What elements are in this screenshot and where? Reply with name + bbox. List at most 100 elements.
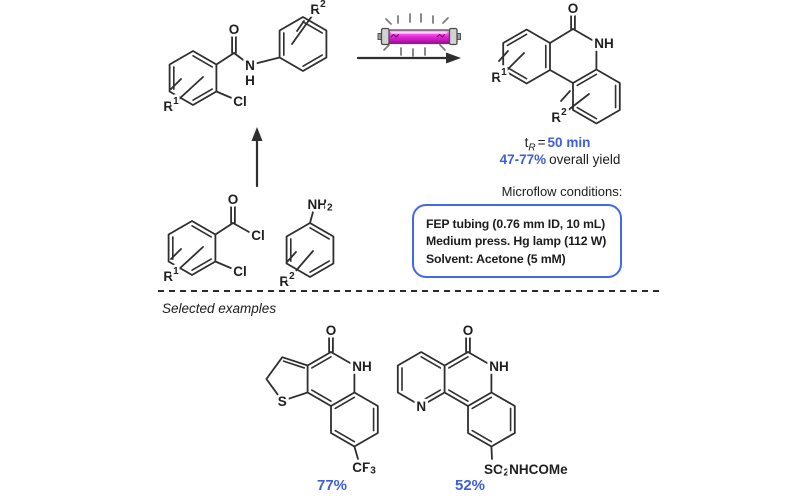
equals-sign: = bbox=[537, 135, 546, 150]
atom-label-example2-NH: NH bbox=[489, 359, 509, 374]
bond-line bbox=[566, 93, 590, 112]
residence-time-line: tR=50 min bbox=[460, 135, 655, 154]
ring-bond bbox=[285, 222, 335, 278]
example1-yield: 77% bbox=[316, 477, 348, 494]
bond-line bbox=[572, 28, 598, 44]
condition-solvent: Solvent: Acetone (5 mM) bbox=[426, 251, 566, 266]
bond-line bbox=[498, 50, 509, 62]
bond-line bbox=[191, 258, 212, 271]
atom-label-acid_chloride-O: O bbox=[228, 192, 239, 207]
bond-line bbox=[214, 260, 234, 270]
bond-line bbox=[177, 246, 204, 271]
lamp-ray bbox=[383, 44, 390, 51]
bond-line bbox=[170, 78, 182, 90]
bond-line bbox=[309, 211, 314, 224]
atom-label-anilide-R2: R2 bbox=[310, 0, 326, 17]
bond-line bbox=[192, 55, 213, 68]
uv-lamp-icon bbox=[377, 13, 461, 57]
bond-line bbox=[506, 66, 528, 80]
bond-line bbox=[282, 360, 306, 369]
selected-examples-heading: Selected examples bbox=[162, 301, 277, 316]
bond-line bbox=[506, 33, 528, 47]
bond-line bbox=[420, 356, 442, 369]
condition-tubing: FEP tubing (0.76 mm ID, 10 mL) bbox=[426, 216, 606, 231]
bond-line bbox=[311, 389, 332, 402]
atom-label-anilide-H: H bbox=[245, 73, 255, 88]
atom-label-example2-N: N bbox=[416, 399, 426, 414]
arrowhead bbox=[446, 52, 461, 64]
bond-line bbox=[443, 351, 469, 367]
yield-suffix: overall yield bbox=[549, 152, 621, 167]
bond-line bbox=[249, 56, 281, 66]
bond-line bbox=[576, 73, 598, 87]
bond-line bbox=[549, 28, 574, 44]
atom-label-aniline-R2: R2 bbox=[279, 271, 295, 289]
bond-line bbox=[306, 351, 332, 367]
atom-label-example2-SO2NHCOMe: SO2NHCOMe bbox=[484, 462, 568, 479]
bond-line bbox=[443, 391, 469, 407]
bond-line bbox=[286, 251, 297, 263]
atom-label-product-O: O bbox=[568, 1, 579, 16]
bond-line bbox=[471, 429, 493, 443]
arrowhead bbox=[251, 127, 263, 141]
bond-line bbox=[448, 356, 469, 369]
microflow-conditions-box: FEP tubing (0.76 mm ID, 10 mL) Medium pr… bbox=[412, 204, 622, 278]
bond-line bbox=[490, 445, 493, 460]
ring-bond bbox=[467, 391, 516, 448]
bond-line bbox=[353, 445, 359, 460]
example2-yield: 52% bbox=[454, 477, 486, 494]
atom-label-example1-CF3: CF3 bbox=[352, 460, 376, 477]
atom-label-anilide-N: N bbox=[245, 58, 255, 73]
residence-time-value: 50 min bbox=[547, 135, 591, 150]
bond-line bbox=[191, 225, 212, 238]
lamp-ray bbox=[442, 17, 449, 24]
atom-label-acid_chloride-Cl_acyl: Cl bbox=[251, 228, 265, 243]
example1-thienoquinolinone: O NH S CF3 bbox=[265, 320, 379, 479]
atom-label-example1-S: S bbox=[278, 394, 287, 409]
ring-bond bbox=[330, 391, 379, 448]
bond-line bbox=[214, 222, 234, 236]
bond-line bbox=[560, 90, 571, 102]
bond-line bbox=[215, 90, 235, 100]
bond-line bbox=[334, 429, 356, 443]
bond-line bbox=[170, 248, 182, 260]
lamp-filament bbox=[390, 33, 400, 38]
lamp-ray bbox=[439, 44, 446, 51]
bond-line bbox=[420, 389, 442, 402]
bond-line bbox=[309, 260, 330, 273]
reaction-arrow bbox=[356, 52, 461, 64]
bond-line bbox=[306, 391, 332, 407]
residence-time-symbol: tR bbox=[524, 135, 536, 154]
bond-line bbox=[233, 52, 251, 66]
bond-line bbox=[330, 351, 356, 367]
overall-yield-line: 47-77%overall yield bbox=[455, 152, 665, 167]
bond-line bbox=[232, 222, 250, 233]
atom-label-product-R1: R1 bbox=[491, 67, 507, 85]
bond-line bbox=[467, 351, 493, 367]
bond-line bbox=[192, 88, 213, 101]
atom-label-example2-O: O bbox=[463, 323, 474, 338]
atom-label-anilide-R1: R1 bbox=[163, 96, 179, 114]
bond-line bbox=[291, 15, 313, 45]
atom-label-anilide-O: O bbox=[229, 22, 240, 37]
condition-lamp: Medium press. Hg lamp (112 W) bbox=[426, 234, 607, 248]
bond-line bbox=[309, 227, 330, 240]
atom-label-example1-NH: NH bbox=[352, 359, 372, 374]
bond-line bbox=[334, 396, 356, 410]
bond-line bbox=[448, 389, 469, 402]
atom-label-aniline-NH2: NH2 bbox=[307, 197, 333, 214]
bond-line bbox=[576, 106, 598, 120]
ring-bond bbox=[278, 16, 328, 72]
atom-label-acid_chloride-Cl_ring: Cl bbox=[233, 264, 247, 279]
atom-label-example1-O: O bbox=[326, 323, 337, 338]
lamp-cap bbox=[380, 27, 390, 46]
bond-line bbox=[296, 20, 305, 32]
ring-bond bbox=[572, 68, 621, 125]
atom-label-product-R2: R2 bbox=[551, 107, 567, 125]
lamp-cap bbox=[448, 27, 458, 46]
